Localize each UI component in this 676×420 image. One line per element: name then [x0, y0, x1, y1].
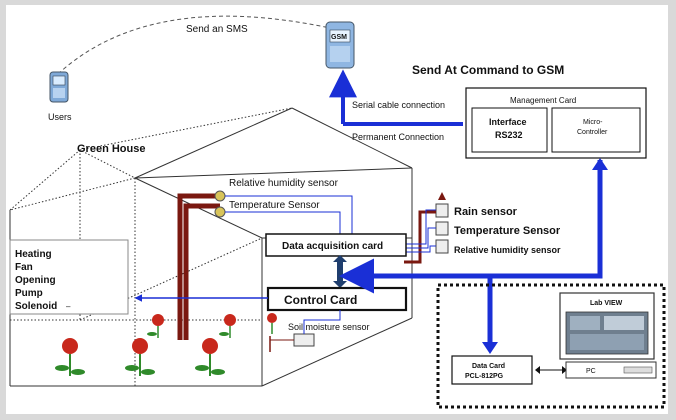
- bus-down-arrow: [482, 342, 498, 354]
- send-sms-label: Send an SMS: [186, 24, 248, 35]
- interface-box: [471, 107, 548, 153]
- users-label: Users: [48, 112, 72, 122]
- outside-sensor-wires: [406, 209, 436, 253]
- bus-up-arrow: [592, 158, 608, 170]
- gsm-label: GSM: [331, 34, 347, 41]
- flower-icon: [195, 338, 225, 376]
- phone-icon: [49, 71, 69, 103]
- actuator-heating: Heating: [15, 249, 52, 260]
- actuator-pump: Pump: [15, 288, 43, 299]
- actuator-solenoid: Solenoid: [15, 301, 57, 312]
- flower-icon: [267, 313, 277, 334]
- rs232-label: RS232: [495, 130, 523, 140]
- flower-icon: [55, 338, 85, 376]
- soil-moisture-label: Soil moisture sensor: [288, 322, 370, 332]
- actuator-dash: –: [66, 302, 71, 311]
- green-house-title: Green House: [77, 143, 145, 155]
- control-card-label: Control Card: [284, 293, 357, 307]
- rain-sensor-label: Rain sensor: [454, 206, 518, 218]
- actuator-box: [9, 239, 129, 315]
- lab-view-label: Lab VIEW: [590, 300, 623, 307]
- data-card-label-2: PCL-812PG: [465, 373, 504, 380]
- inside-temp-label: Temperature Sensor: [229, 200, 320, 211]
- micro-label-2: Controller: [577, 129, 608, 136]
- flower-icon: [219, 314, 236, 338]
- control-card: [266, 286, 408, 312]
- data-card: [451, 355, 533, 385]
- sensor-icon: [214, 206, 226, 218]
- outside-rh-label: Relative humidity sensor: [454, 245, 561, 255]
- data-acquisition-card: [265, 233, 407, 257]
- pc-label: PC: [586, 368, 596, 375]
- pc-icon: [559, 292, 657, 379]
- heating-pipe: [177, 193, 220, 340]
- data-acq-label: Data acquisition card: [282, 241, 383, 252]
- outside-temp-label: Temperature Sensor: [454, 225, 561, 237]
- sensor-icon: [214, 190, 226, 202]
- soil-wire: [303, 310, 341, 334]
- send-at-title: Send At Command to GSM: [412, 63, 564, 77]
- flower-icon: [125, 338, 155, 376]
- permanent-connection-label: Permanent Connection: [352, 132, 444, 142]
- management-card-label: Management Card: [510, 96, 576, 105]
- gsm-modem-icon: [325, 21, 355, 69]
- flower-icon: [147, 314, 164, 338]
- micro-label-1: Micro-: [583, 119, 603, 126]
- interface-label: Interface: [489, 117, 527, 127]
- soil-sensor-icon: [293, 333, 315, 347]
- data-card-label-1: Data Card: [472, 363, 505, 370]
- inside-sensor-wires: [225, 195, 353, 238]
- microcontroller-box: [551, 107, 641, 153]
- sms-link: [57, 15, 331, 75]
- actuator-fan: Fan: [15, 262, 33, 273]
- actuator-opening: Opening: [15, 275, 56, 286]
- inside-rh-label: Relative humidity sensor: [229, 178, 339, 189]
- serial-cable-label: Serial cable connection: [352, 100, 445, 110]
